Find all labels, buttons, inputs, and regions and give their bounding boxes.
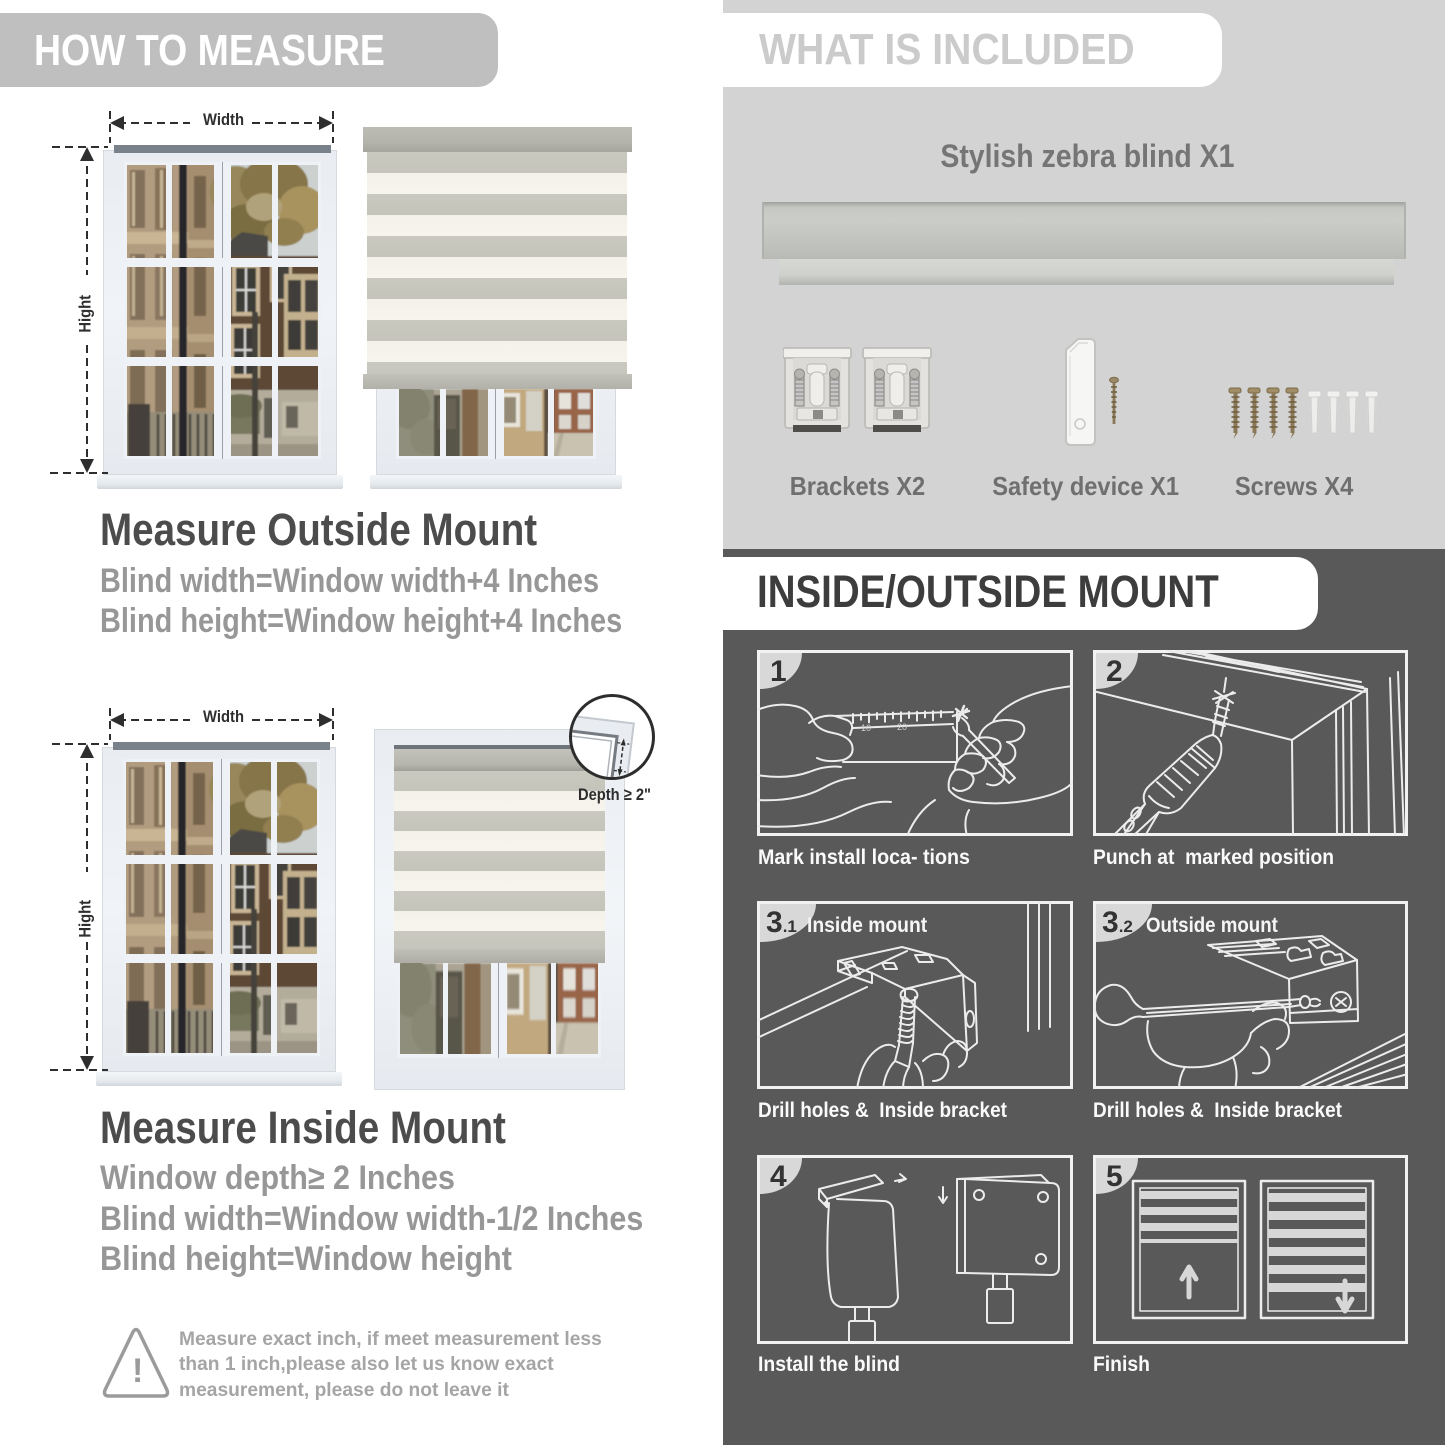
svg-text:10: 10 [861, 723, 871, 733]
svg-text:20: 20 [897, 722, 907, 732]
svg-text:!: ! [132, 1352, 143, 1390]
